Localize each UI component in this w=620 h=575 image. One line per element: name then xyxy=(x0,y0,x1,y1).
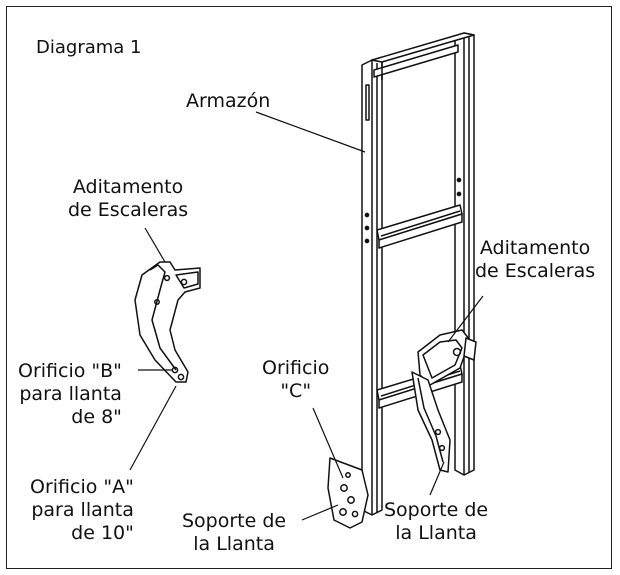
stair-attachment-left-drawing xyxy=(134,261,201,383)
leader-lines xyxy=(129,111,484,521)
stair-attachment-right-drawing xyxy=(417,329,477,386)
wheel-bracket-left-label: Soporte de la Llanta xyxy=(182,510,287,555)
hole-c-label: Orificio "C" xyxy=(262,357,330,402)
frame-drawing xyxy=(361,32,475,516)
diagram-title: Diagrama 1 xyxy=(36,37,142,58)
wheel-bracket-right-label: Soporte de la Llanta xyxy=(384,499,489,544)
wheel-bracket-right-drawing xyxy=(411,371,451,473)
hole-b-label: Orificio "B" para llanta de 8" xyxy=(18,360,122,428)
hole-a-label: Orificio "A" para llanta de 10" xyxy=(30,476,134,544)
stair-attachment-left-label: Aditamento de Escaleras xyxy=(68,176,189,221)
wheel-bracket-left-drawing xyxy=(327,457,369,529)
diagram-border xyxy=(6,6,612,569)
frame-label: Armazón xyxy=(186,90,271,112)
stair-attachment-right-label: Aditamento de Escaleras xyxy=(475,237,596,282)
